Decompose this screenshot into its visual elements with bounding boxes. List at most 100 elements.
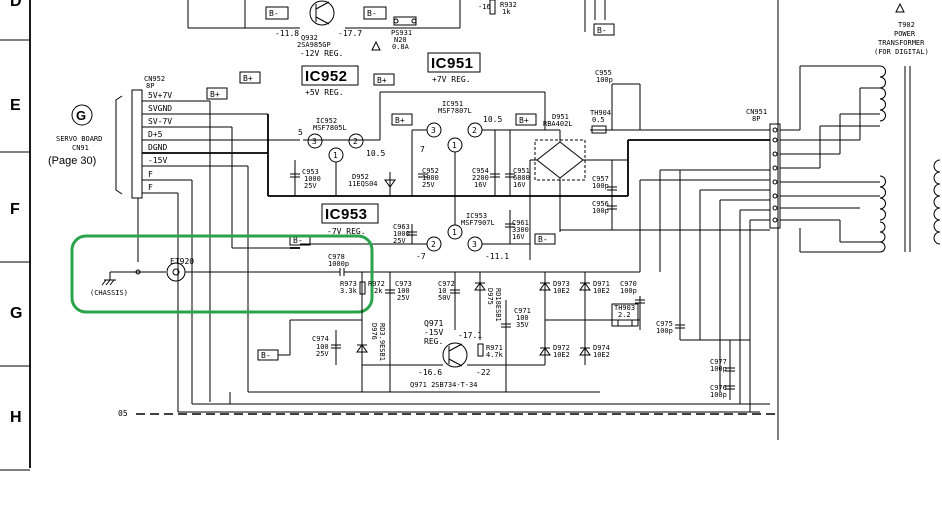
c973-name: C973 bbox=[395, 280, 412, 288]
c974-value: 100 bbox=[316, 343, 329, 351]
v-m17-1: -17.1 bbox=[458, 331, 482, 340]
c952-voltage: 25V bbox=[422, 181, 435, 189]
c961-voltage: 16V bbox=[512, 233, 525, 241]
cn952-pin-5: DGND bbox=[148, 143, 167, 152]
b-minus-tag-6-text: B- bbox=[261, 351, 271, 360]
ic953-vm11-1: -11.1 bbox=[485, 252, 509, 261]
c971-value: 100 bbox=[516, 314, 529, 322]
ic952-regulator: 3 2 1 IC952 MSF7805L 5 10.5 bbox=[298, 91, 546, 196]
ic952-pin-3: 3 bbox=[312, 137, 317, 146]
transformer-line2: TRANSFORMER bbox=[878, 39, 925, 47]
b-minus-tag-3 bbox=[593, 23, 615, 36]
ic953-title: IC953 bbox=[325, 206, 368, 223]
ic951-pin-3: 3 bbox=[431, 126, 436, 135]
b-minus-tag-4-text: B- bbox=[293, 236, 303, 245]
c955-value: 100p bbox=[596, 76, 613, 84]
c957-name: C957 bbox=[592, 175, 609, 183]
q932-section: B- B- -11.8 -17.7 Q932 2SA985GP -12V REG… bbox=[187, 0, 615, 58]
c951-name: C951 bbox=[513, 167, 530, 175]
ic951-pin-1: 1 bbox=[452, 141, 457, 150]
et920-name: ET920 bbox=[170, 257, 194, 266]
cn952-pin-6: -15V bbox=[148, 156, 167, 165]
ic952-pin-1: 1 bbox=[333, 151, 338, 160]
cn952-pin-4: D+5 bbox=[148, 130, 163, 139]
d971-name: D971 bbox=[593, 280, 610, 288]
cn951-name: CN951 bbox=[746, 108, 767, 116]
q971-model-line: Q971 2SB734-T-34 bbox=[410, 381, 477, 389]
power-transformer: T902 POWER TRANSFORMER (FOR DIGITAL) bbox=[780, 2, 941, 253]
c975-value: 100p bbox=[656, 327, 673, 335]
th903-value: 2.2 bbox=[618, 311, 631, 319]
q932-model: 2SA985GP bbox=[297, 41, 331, 49]
q971-transistor bbox=[442, 342, 468, 368]
c973-voltage: 25V bbox=[397, 294, 410, 302]
ic951-v7: 7 bbox=[420, 145, 425, 154]
b-minus-tag-2-text: B- bbox=[367, 9, 377, 18]
c972-name: C972 bbox=[438, 280, 455, 288]
servo-board-line3: (Page 30) bbox=[48, 155, 96, 167]
output-caps-right: C970 100p TH903 2.2 C975 100p C977 100p … bbox=[611, 170, 735, 400]
v-m22: -22 bbox=[476, 368, 491, 377]
q971-name: Q971 bbox=[424, 319, 443, 328]
c963-voltage: 25V bbox=[393, 237, 406, 245]
r972-value: 2k bbox=[374, 287, 383, 295]
bottom-bus-lines bbox=[136, 391, 780, 415]
r971-name: R971 bbox=[486, 344, 503, 352]
b-plus-tags: B+ B+ B+ B+ B+ bbox=[206, 71, 537, 126]
c963-value: 1000 bbox=[393, 230, 410, 238]
c978-name: C978 bbox=[328, 253, 345, 261]
transformer-line1: POWER bbox=[894, 30, 916, 38]
cn952-pins: 8P bbox=[146, 82, 154, 90]
warning-icon-ps931 bbox=[371, 40, 381, 51]
servo-board-letter: G bbox=[76, 108, 86, 123]
ic951-part: IC951 bbox=[442, 100, 463, 108]
ref-05: 05 bbox=[118, 409, 128, 418]
r973-name: R973 bbox=[340, 280, 357, 288]
cn952-pin-8: F bbox=[148, 183, 153, 192]
ic953-vm7: -7 bbox=[416, 252, 426, 261]
c972-value: 10 bbox=[438, 287, 446, 295]
cn952-pin-3: SV-7V bbox=[148, 117, 172, 126]
d975-model: RD18ESB1 bbox=[494, 288, 502, 322]
r932-name: R932 bbox=[500, 1, 517, 9]
ic953-part: IC953 bbox=[466, 212, 487, 220]
ic951-model: MSF7807L bbox=[438, 107, 472, 115]
ic952-v10-5: 10.5 bbox=[366, 149, 385, 158]
c971-name: C971 bbox=[514, 307, 531, 315]
cn952-connector bbox=[131, 89, 143, 199]
d976-model: RD3.9ESB1 bbox=[378, 323, 386, 361]
c956-value: 100p bbox=[592, 207, 609, 215]
c970-value: 100p bbox=[620, 287, 637, 295]
ic953-pin-1: 1 bbox=[452, 228, 457, 237]
highlight-et920-region bbox=[70, 234, 374, 314]
servo-board-line1: SERVO BOARD bbox=[56, 135, 102, 143]
c974-name: C974 bbox=[312, 335, 329, 343]
c954-value: 2200 bbox=[472, 174, 489, 182]
th903-name: TH903 bbox=[614, 304, 635, 312]
c954-voltage: 16V bbox=[474, 181, 487, 189]
c970-name: C970 bbox=[620, 280, 637, 288]
c971-voltage: 35V bbox=[516, 321, 529, 329]
d972-value: 10E2 bbox=[553, 351, 570, 359]
ps931-value: N20 bbox=[394, 36, 407, 44]
r973-r972-c973: R973 3.3k R972 2k C973 100 25V bbox=[340, 272, 412, 392]
d976-name: D976 bbox=[370, 323, 378, 340]
c977-value: 100p bbox=[710, 365, 727, 373]
c961-name: C961 bbox=[512, 219, 529, 227]
d952-name: D952 bbox=[352, 173, 369, 181]
servo-board-circle bbox=[71, 104, 93, 126]
row-label-g: G bbox=[10, 305, 22, 322]
d974-name: D974 bbox=[593, 344, 610, 352]
ic951-title: IC951 bbox=[431, 55, 474, 72]
th904-name: TH904 bbox=[590, 109, 611, 117]
r932-value: 1k bbox=[502, 8, 511, 16]
d973-name: D973 bbox=[553, 280, 570, 288]
ps931-name: PS931 bbox=[391, 29, 412, 37]
c978-value: 1000p bbox=[328, 260, 349, 268]
ic952-v5: 5 bbox=[298, 128, 303, 137]
b-minus-tag-1-text: B- bbox=[269, 9, 279, 18]
d972-name: D972 bbox=[553, 344, 570, 352]
warning-icon-transformer bbox=[895, 2, 905, 13]
ic951-title-box: IC951 +7V REG. bbox=[427, 52, 481, 84]
c973-value: 100 bbox=[397, 287, 410, 295]
